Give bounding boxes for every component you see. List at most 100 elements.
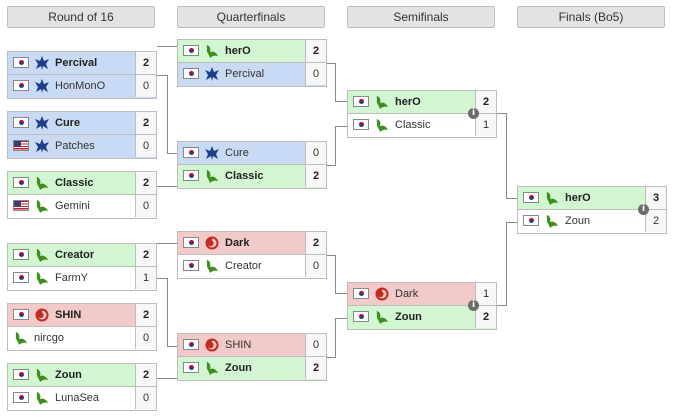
player-name[interactable]: Creator <box>55 249 95 261</box>
player-score: 0 <box>135 195 156 217</box>
player-row[interactable]: LunaSea 0 <box>8 387 156 410</box>
south-korea-flag-icon <box>13 249 29 260</box>
player-name[interactable]: Classic <box>225 170 264 182</box>
protoss-race-icon <box>36 272 48 285</box>
player-name[interactable]: herO <box>225 45 251 57</box>
player-name[interactable]: Dark <box>225 237 250 249</box>
player-name[interactable]: Creator <box>225 260 262 272</box>
bracket-connector <box>335 126 336 166</box>
player-score: 2 <box>305 232 326 254</box>
player-row[interactable]: herO 2 <box>348 91 496 114</box>
player-name[interactable]: Percival <box>225 68 265 80</box>
protoss-race-icon <box>206 362 218 375</box>
player-row[interactable]: Classic 2 <box>8 172 156 195</box>
player-name[interactable]: Dark <box>395 288 419 300</box>
player-row[interactable]: Dark 2 <box>178 232 326 255</box>
united-states-flag-icon <box>13 200 29 211</box>
player-score: 0 <box>305 142 326 164</box>
south-korea-flag-icon <box>183 147 199 158</box>
player-score: 0 <box>135 387 156 409</box>
player-name[interactable]: FarmY <box>55 272 88 284</box>
player-row[interactable]: Gemini 0 <box>8 195 156 218</box>
player-score: 0 <box>135 75 156 97</box>
player-name[interactable]: HonMonO <box>55 80 106 92</box>
player-name[interactable]: Classic <box>395 119 431 131</box>
player-name[interactable]: SHIN <box>225 339 252 351</box>
player-score: 2 <box>305 165 326 187</box>
match-info-icon[interactable]: i <box>468 300 479 311</box>
player-score: 0 <box>305 63 326 85</box>
player-name[interactable]: SHIN <box>55 309 82 321</box>
player-score: 0 <box>305 334 326 356</box>
south-korea-flag-icon <box>353 119 369 130</box>
player-score: 2 <box>135 172 156 194</box>
bracket-connector <box>506 222 517 223</box>
player-name[interactable]: LunaSea <box>55 392 100 404</box>
player-name[interactable]: Patches <box>55 140 95 152</box>
south-korea-flag-icon <box>523 192 539 203</box>
match-info-icon[interactable]: i <box>468 108 479 119</box>
player-name[interactable]: Classic <box>55 177 94 189</box>
protoss-race-icon <box>36 177 48 190</box>
protoss-race-icon <box>206 260 218 273</box>
player-name[interactable]: Zoun <box>225 362 252 374</box>
player-name[interactable]: Gemini <box>55 200 90 212</box>
player-row[interactable]: HonMonO 0 <box>8 75 156 98</box>
round-header-semifinals: Semifinals <box>347 6 495 28</box>
player-name[interactable]: Zoun <box>565 215 591 227</box>
player-name[interactable]: Percival <box>55 57 98 69</box>
player-name[interactable]: Cure <box>55 117 81 129</box>
player-score: 2 <box>645 210 666 232</box>
bracket-connector <box>335 293 347 294</box>
player-row[interactable]: Percival 0 <box>178 63 326 86</box>
player-name[interactable]: herO <box>565 192 591 204</box>
player-row[interactable]: SHIN 0 <box>178 334 326 357</box>
player-name[interactable]: nircgo <box>34 332 64 344</box>
player-row[interactable]: Cure 0 <box>178 142 326 165</box>
player-score: 2 <box>475 91 496 113</box>
protoss-race-icon <box>36 200 48 213</box>
player-row[interactable]: Classic 2 <box>178 165 326 188</box>
bracket-connector <box>327 165 335 166</box>
round-header-quarterfinals: Quarterfinals <box>177 6 325 28</box>
player-row[interactable]: Zoun 2 <box>518 210 666 233</box>
player-name[interactable]: Zoun <box>395 311 422 323</box>
bracket-connector <box>157 186 177 187</box>
bracket-connector <box>167 75 168 153</box>
player-name[interactable]: Cure <box>225 147 249 159</box>
south-korea-flag-icon <box>13 80 29 91</box>
player-name[interactable]: herO <box>395 96 421 108</box>
match-info-icon[interactable]: i <box>638 204 649 215</box>
terran-race-icon <box>35 139 49 153</box>
bracket-connector <box>157 378 177 379</box>
player-name[interactable]: Zoun <box>55 369 82 381</box>
